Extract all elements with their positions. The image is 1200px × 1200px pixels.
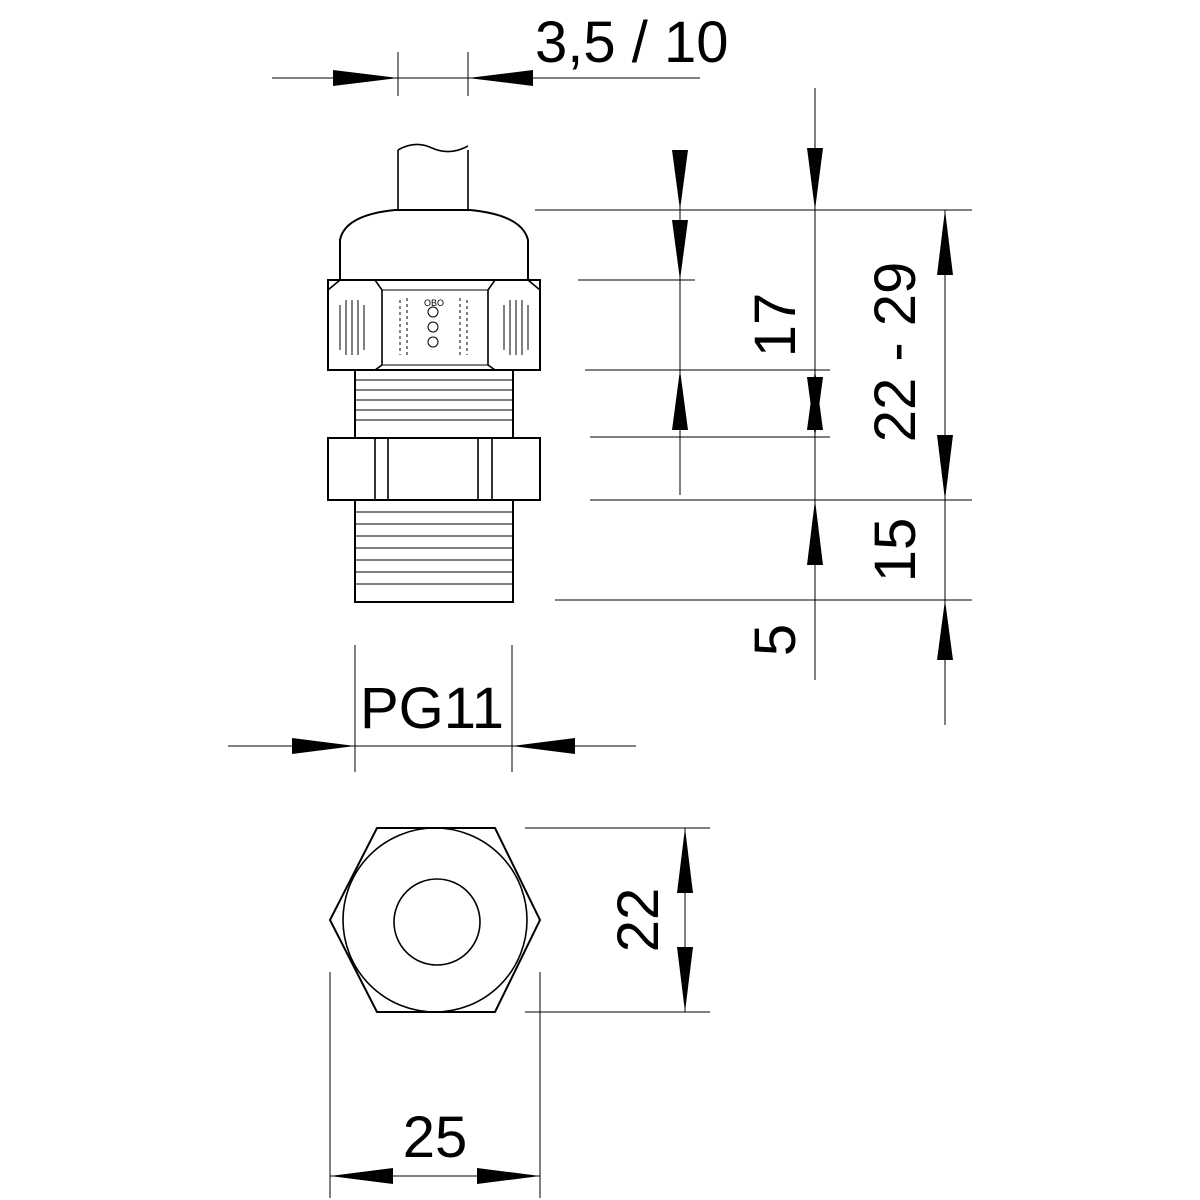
dim-15-label: 15 [863, 518, 928, 583]
nut-circle [342, 827, 528, 1013]
cable-stub [397, 143, 469, 210]
thread-size-dimension: PG11 [228, 645, 636, 772]
vertical-dimensions: 17 5 22 - 29 15 [535, 88, 972, 725]
across-flats-label: 22 [606, 888, 671, 953]
body-hex-side [327, 437, 541, 501]
sealing-dome [339, 209, 529, 280]
dim-17-label: 17 [743, 293, 808, 358]
arrow-head [468, 70, 533, 86]
gland-top-view: 22 25 [328, 827, 710, 1198]
thread-size-label: PG11 [360, 676, 504, 741]
upper-thread [354, 369, 514, 439]
cable-hole [393, 878, 481, 966]
dim-5-label: 5 [743, 624, 808, 656]
svg-text:OBO: OBO [424, 298, 444, 308]
arrow-head [333, 70, 398, 86]
obo-logo: OBO [424, 298, 444, 348]
hex-outline [328, 827, 542, 1013]
cable-range-label: 3,5 / 10 [535, 10, 728, 75]
gland-side-view: OBO [327, 143, 541, 603]
hex-nut-side: OBO [327, 279, 541, 371]
cable-range-dimension: 3,5 / 10 [272, 10, 728, 96]
bottom-thread [354, 499, 514, 603]
across-corners-label: 25 [403, 1105, 468, 1170]
dim-22-29-label: 22 - 29 [863, 262, 928, 443]
